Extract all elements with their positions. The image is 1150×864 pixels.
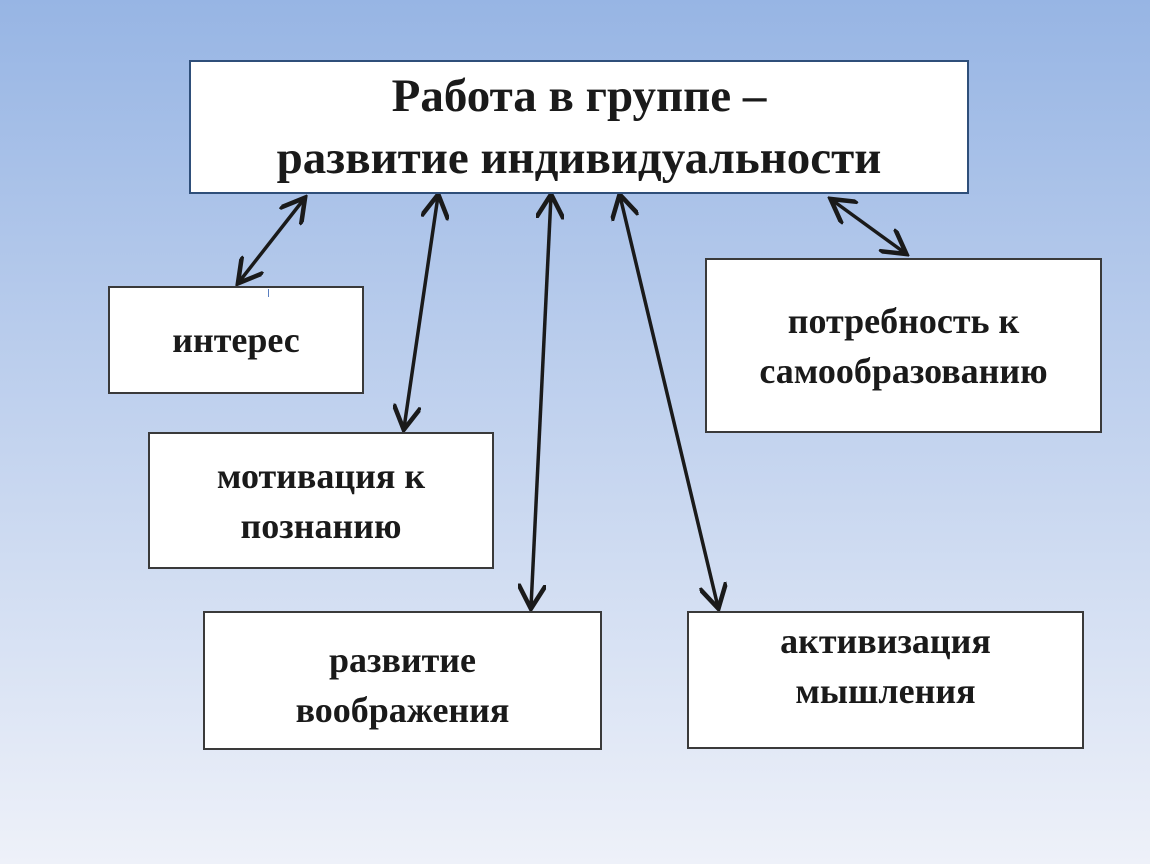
title-line-2: развитие индивидуальности <box>276 132 882 184</box>
node-interest-label: интерес <box>172 320 300 360</box>
title-box: Работа в группе – развитие индивидуально… <box>189 60 969 194</box>
node-motivation-line-1: мотивация к <box>216 455 426 496</box>
text-cursor-mark <box>268 289 269 297</box>
node-thinking: активизация мышления <box>687 611 1084 749</box>
node-motivation: мотивация к познанию <box>148 432 494 569</box>
node-self-education: потребность к самообразованию <box>705 258 1102 433</box>
node-imagination-line-2: воображения <box>295 689 510 730</box>
node-thinking-line-1: активизация <box>780 621 991 661</box>
node-imagination: развитие воображения <box>203 611 602 750</box>
title-line-1: Работа в группе – <box>391 70 767 122</box>
node-thinking-line-2: мышления <box>795 671 976 711</box>
node-interest: интерес <box>108 286 364 394</box>
node-imagination-line-1: развитие <box>328 639 477 680</box>
node-motivation-line-2: познанию <box>240 505 402 546</box>
node-self-education-line-2: самообразованию <box>759 350 1048 391</box>
node-self-education-line-1: потребность к <box>787 300 1020 341</box>
